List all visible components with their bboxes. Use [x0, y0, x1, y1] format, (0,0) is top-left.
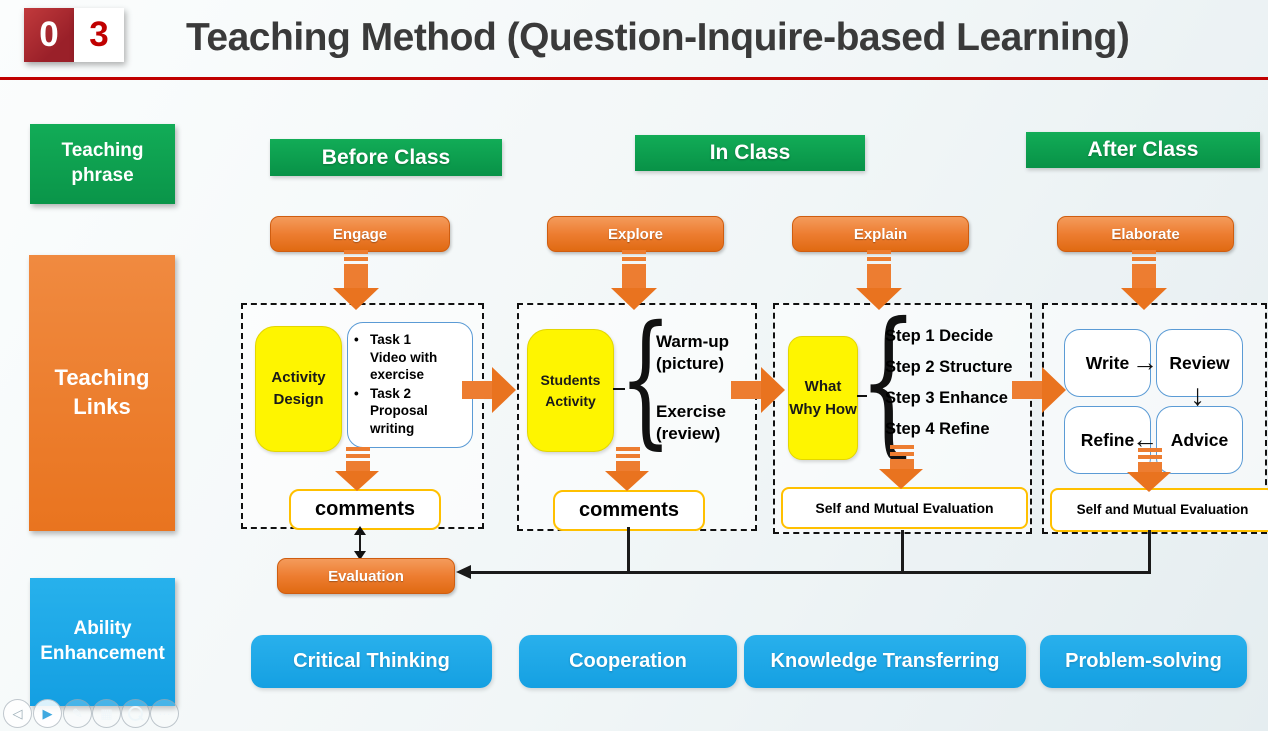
- students-activity-label: Students Activity: [527, 329, 614, 452]
- advice-to-refine-arrow-icon: ←: [1132, 424, 1158, 454]
- phase-in-class: In Class: [635, 135, 865, 171]
- what-why-how-label: What Why How: [788, 336, 858, 460]
- self-mutual-evaluation-elaborate: Self and Mutual Evaluation: [1050, 488, 1268, 532]
- node-review: Review: [1156, 329, 1243, 397]
- right-arrow-3-icon: [1012, 367, 1066, 413]
- brace-icon: {: [619, 294, 673, 463]
- brace-icon: {: [859, 287, 918, 475]
- stage-explain: Explain: [792, 216, 969, 252]
- bullet-icon: •: [354, 332, 359, 347]
- more-icon: …: [158, 703, 171, 718]
- review-to-advice-arrow-icon: ↓: [1190, 379, 1205, 412]
- evaluation-button: Evaluation: [277, 558, 455, 594]
- node-advice: Advice: [1156, 406, 1243, 474]
- play-icon: ▶: [42, 705, 53, 721]
- steps-list: Step 1 Decide Step 2 Structure Step 3 En…: [885, 327, 1012, 451]
- more-button[interactable]: …: [150, 699, 179, 728]
- ability-critical-thinking: Critical Thinking: [251, 635, 492, 688]
- comments-box-engage: comments: [289, 489, 441, 530]
- pen-icon: ✎: [72, 705, 83, 721]
- zoom-button[interactable]: [121, 699, 150, 728]
- previous-slide-icon: ◁: [12, 705, 23, 721]
- play-button[interactable]: ▶: [33, 699, 62, 728]
- write-to-review-arrow-icon: →: [1132, 347, 1158, 377]
- comments-box-explore: comments: [553, 490, 705, 531]
- step-item: Step 4 Refine: [885, 420, 990, 438]
- drop-line-explain: [901, 530, 904, 572]
- slide-number-left: 0: [24, 8, 74, 62]
- node-refine: Refine: [1064, 406, 1151, 474]
- drop-line-elaborate: [1148, 530, 1151, 572]
- slide-number-right: 3: [74, 8, 124, 62]
- right-arrow-2-icon: [731, 367, 785, 413]
- step-item: Step 2 Structure: [885, 358, 1013, 376]
- phase-before-class: Before Class: [270, 139, 502, 176]
- ability-cooperation: Cooperation: [519, 635, 737, 688]
- slides-icon: ▦: [100, 705, 113, 721]
- row-label-teaching-phase: Teaching phrase: [30, 124, 175, 204]
- slides-button[interactable]: ▦: [92, 699, 121, 728]
- previous-slide-button[interactable]: ◁: [3, 699, 32, 728]
- stage-engage: Engage: [270, 216, 450, 252]
- activity-design-label: Activity Design: [255, 326, 342, 452]
- drop-line-explore: [627, 527, 630, 572]
- updown-arrow-line: [359, 533, 361, 553]
- row-label-ability-enhancement: Ability Enhancement: [30, 578, 175, 706]
- brace-tick: [857, 395, 867, 397]
- explore-link-box: Students Activity { Warm-up (picture) Ex…: [517, 303, 757, 531]
- right-arrow-1-icon: [462, 367, 516, 413]
- pen-button[interactable]: ✎: [63, 699, 92, 728]
- brace-tick: [613, 388, 625, 390]
- zoom-icon: [128, 706, 143, 721]
- feedback-line: [469, 571, 1151, 574]
- page-title: Teaching Method (Question-Inquire-based …: [186, 16, 1130, 59]
- phase-after-class: After Class: [1026, 132, 1260, 168]
- title-divider: [0, 77, 1268, 80]
- ability-knowledge-transferring: Knowledge Transferring: [744, 635, 1026, 688]
- stage-explore: Explore: [547, 216, 724, 252]
- row-label-teaching-links: Teaching Links: [29, 255, 175, 531]
- explore-item-2: Exercise (review): [656, 402, 726, 444]
- step-item: Step 3 Enhance: [885, 389, 1008, 407]
- elaborate-link-box: Write Review Refine Advice → ↓ ← Self an…: [1042, 303, 1268, 534]
- bullet-icon: •: [354, 385, 359, 401]
- explore-item-1: Warm-up (picture): [656, 332, 730, 374]
- updown-arrow-top-icon: [354, 526, 366, 535]
- step-item: Step 1 Decide: [885, 327, 994, 345]
- updown-arrow-bottom-icon: [354, 551, 366, 560]
- feedback-arrowhead-icon: [456, 565, 471, 579]
- explain-link-box: What Why How { Step 1 Decide Step 2 Stru…: [773, 287, 1032, 534]
- node-write: Write: [1064, 329, 1151, 397]
- stage-elaborate: Elaborate: [1057, 216, 1234, 252]
- ability-problem-solving: Problem-solving: [1040, 635, 1247, 688]
- self-mutual-evaluation-explain: Self and Mutual Evaluation: [781, 487, 1028, 529]
